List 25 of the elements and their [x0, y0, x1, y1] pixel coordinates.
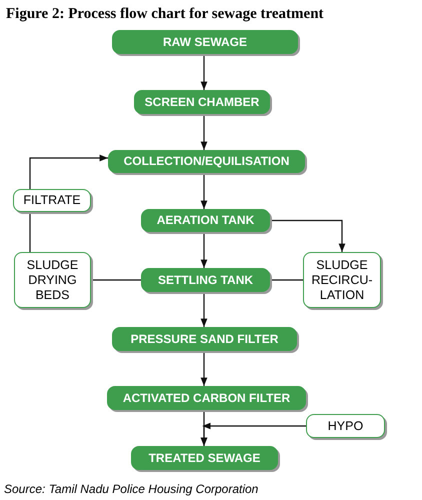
figure-title: Figure 2: Process flow chart for sewage treatment [6, 5, 324, 24]
source-caption: Source: Tamil Nadu Police Housing Corporation [4, 481, 258, 498]
connector-line [270, 279, 303, 281]
process-box: RAW SEWAGE [112, 30, 298, 54]
process-box: AERATION TANK [141, 209, 270, 232]
side-box: FILTRATE [13, 189, 91, 212]
side-box: SLUDGE DRYING BEDS [14, 252, 91, 308]
arrow [270, 220, 346, 252]
arrow [200, 351, 208, 386]
process-box: PRESSURE SAND FILTER [112, 327, 297, 351]
process-box: TREATED SEWAGE [131, 446, 278, 470]
side-box: SLUDGE RECIRCU- LATION [303, 252, 381, 308]
connector-line [91, 279, 141, 281]
side-box: HYPO [306, 414, 385, 438]
process-box: COLLECTION/EQUILISATION [108, 150, 305, 173]
arrow [200, 54, 208, 90]
arrow [200, 173, 208, 209]
process-box: SETTLING TANK [141, 268, 270, 292]
arrow [200, 232, 208, 268]
connector-line [29, 212, 31, 252]
arrow [29, 154, 108, 189]
arrow [200, 292, 208, 327]
process-box: SCREEN CHAMBER [134, 90, 270, 114]
process-box: ACTIVATED CARBON FILTER [107, 386, 306, 410]
arrow [200, 114, 208, 150]
